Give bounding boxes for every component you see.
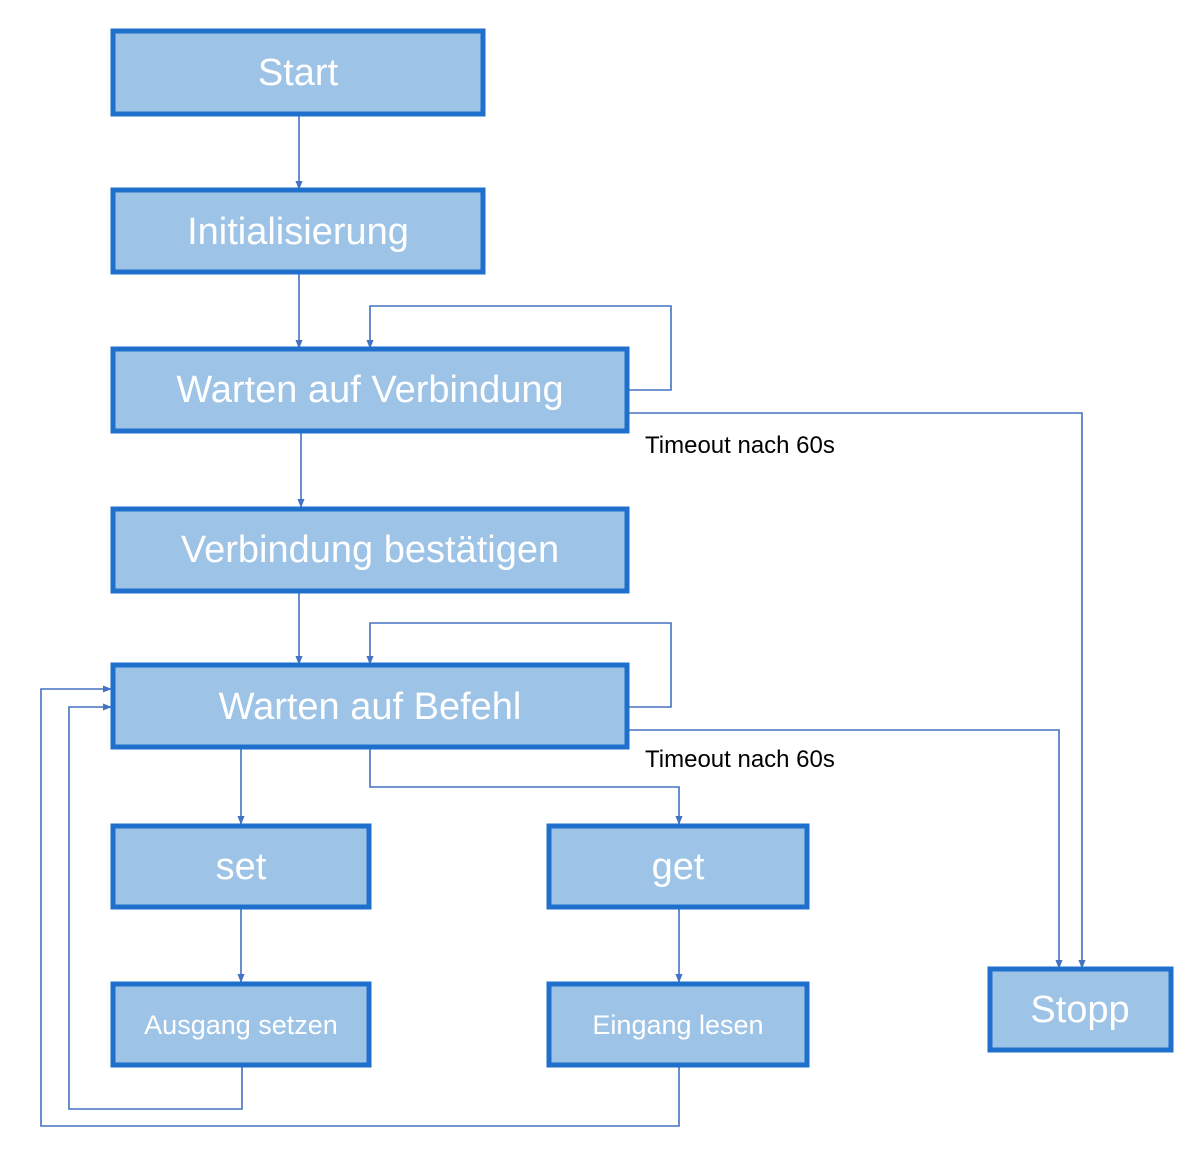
- node-start-label: Start: [258, 52, 339, 94]
- edge-wait-connection-loop: [366, 305, 672, 391]
- node-stopp: Stopp: [987, 966, 1174, 1053]
- node-get-label: get: [652, 846, 705, 888]
- node-initialisierung: Initialisierung: [110, 187, 486, 275]
- edge-wait-command-loop: [366, 622, 672, 708]
- node-verbindung-bestaetigen-label: Verbindung bestätigen: [181, 529, 559, 571]
- edge-wait-command-timeout-to-stop: [628, 729, 1063, 969]
- timeout-label-command: Timeout nach 60s: [645, 746, 835, 773]
- node-eingang-lesen-label: Eingang lesen: [592, 1010, 763, 1040]
- node-initialisierung-label: Initialisierung: [187, 211, 409, 253]
- edge-wait-command-to-get: [369, 748, 683, 825]
- node-ausgang-setzen-label: Ausgang setzen: [144, 1010, 338, 1040]
- node-warten-auf-befehl: Warten auf Befehl: [110, 662, 630, 750]
- node-warten-auf-befehl-label: Warten auf Befehl: [219, 686, 522, 728]
- node-eingang-lesen: Eingang lesen: [546, 981, 810, 1068]
- edge-wait-connection-timeout-to-stop: [628, 412, 1086, 969]
- node-warten-auf-verbindung-label: Warten auf Verbindung: [176, 369, 563, 411]
- node-set-label: set: [216, 846, 267, 888]
- node-ausgang-setzen: Ausgang setzen: [110, 981, 372, 1068]
- node-stopp-label: Stopp: [1030, 989, 1129, 1031]
- edges: [40, 115, 1086, 1127]
- node-set: set: [110, 823, 372, 910]
- node-verbindung-bestaetigen: Verbindung bestätigen: [110, 506, 630, 594]
- edge-set-output-return: [68, 703, 243, 1110]
- edge-read-input-return: [40, 685, 680, 1127]
- node-start: Start: [110, 28, 486, 117]
- node-warten-auf-verbindung: Warten auf Verbindung: [110, 346, 630, 434]
- timeout-label-connection: Timeout nach 60s: [645, 432, 835, 459]
- node-get: get: [546, 823, 810, 910]
